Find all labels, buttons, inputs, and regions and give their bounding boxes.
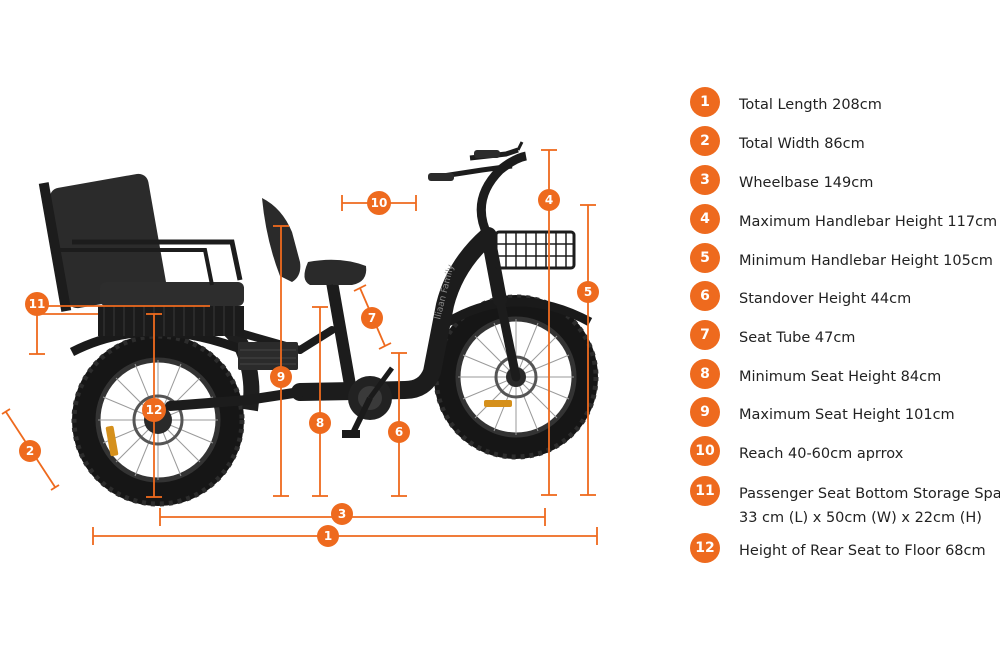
spec-badge: 3: [690, 165, 720, 195]
svg-text:10: 10: [371, 196, 388, 210]
spec-badge: 1: [690, 87, 720, 117]
footrest-texture: [240, 349, 296, 365]
svg-text:2: 2: [26, 444, 34, 458]
callout-10: 10: [367, 191, 391, 215]
spec-label: Total Length 208cm: [739, 97, 882, 113]
svg-text:3: 3: [338, 507, 346, 521]
svg-text:7: 7: [368, 311, 376, 325]
callout-5: 5: [577, 281, 599, 303]
spec-badge: 9: [690, 397, 720, 427]
front-basket: [494, 230, 576, 270]
spec-badge: 8: [690, 359, 720, 389]
callout-1: 1: [317, 525, 339, 547]
spec-label: Total Width 86cm: [739, 136, 865, 152]
spec-badge: 5: [690, 243, 720, 273]
spec-label: Maximum Seat Height 101cm: [739, 407, 955, 423]
spec-label-main: Passenger Seat Bottom Storage Space: [739, 486, 1000, 502]
spec-label: Seat Tube 47cm: [739, 330, 856, 346]
spec-badge: 6: [690, 281, 720, 311]
svg-text:5: 5: [584, 285, 592, 299]
spec-badge: 7: [690, 320, 720, 350]
rider-seat: [262, 198, 367, 301]
callout-4: 4: [538, 189, 560, 211]
callout-11: 11: [25, 292, 49, 316]
spec-label: Minimum Seat Height 84cm: [739, 369, 942, 385]
spec-badge: 10: [690, 436, 720, 466]
drivetrain: [342, 366, 395, 438]
callout-2: 2: [19, 440, 41, 462]
svg-text:6: 6: [395, 425, 403, 439]
handlebar: [428, 141, 528, 239]
callout-7: 7: [361, 307, 383, 329]
svg-text:9: 9: [277, 370, 285, 384]
svg-text:8: 8: [316, 416, 324, 430]
spec-label-sub: 33 cm (L) x 50cm (W) x 22cm (H): [739, 510, 982, 526]
svg-text:4: 4: [545, 193, 553, 207]
callout-8: 8: [309, 412, 331, 434]
callout-3: 3: [331, 503, 353, 525]
spec-label: Reach 40-60cm aprrox: [739, 446, 904, 462]
callout-6: 6: [388, 421, 410, 443]
spec-badge: 11: [690, 476, 720, 506]
callout-12: 12: [142, 398, 166, 422]
spec-badge: 2: [690, 126, 720, 156]
footrest: [238, 342, 298, 370]
callout-9: 9: [270, 366, 292, 388]
spec-label: Standover Height 44cm: [739, 291, 912, 307]
spec-badge: 4: [690, 204, 720, 234]
svg-text:12: 12: [146, 403, 163, 417]
spec-label: Maximum Handlebar Height 117cm: [739, 214, 998, 230]
spec-badge: 12: [690, 533, 720, 563]
trike-figure: Iliaan Family: [1, 141, 599, 547]
trike-svg: Iliaan Family: [1, 141, 599, 547]
spec-label: Minimum Handlebar Height 105cm: [739, 253, 993, 269]
spec-label: Passenger Seat Bottom Storage Space 33 c…: [739, 482, 1000, 530]
svg-text:11: 11: [29, 297, 46, 311]
spec-label: Height of Rear Seat to Floor 68cm: [739, 543, 986, 559]
svg-text:1: 1: [324, 529, 332, 543]
passenger-seat: [38, 173, 244, 336]
spec-label: Wheelbase 149cm: [739, 175, 874, 191]
front-fender: [445, 297, 593, 326]
